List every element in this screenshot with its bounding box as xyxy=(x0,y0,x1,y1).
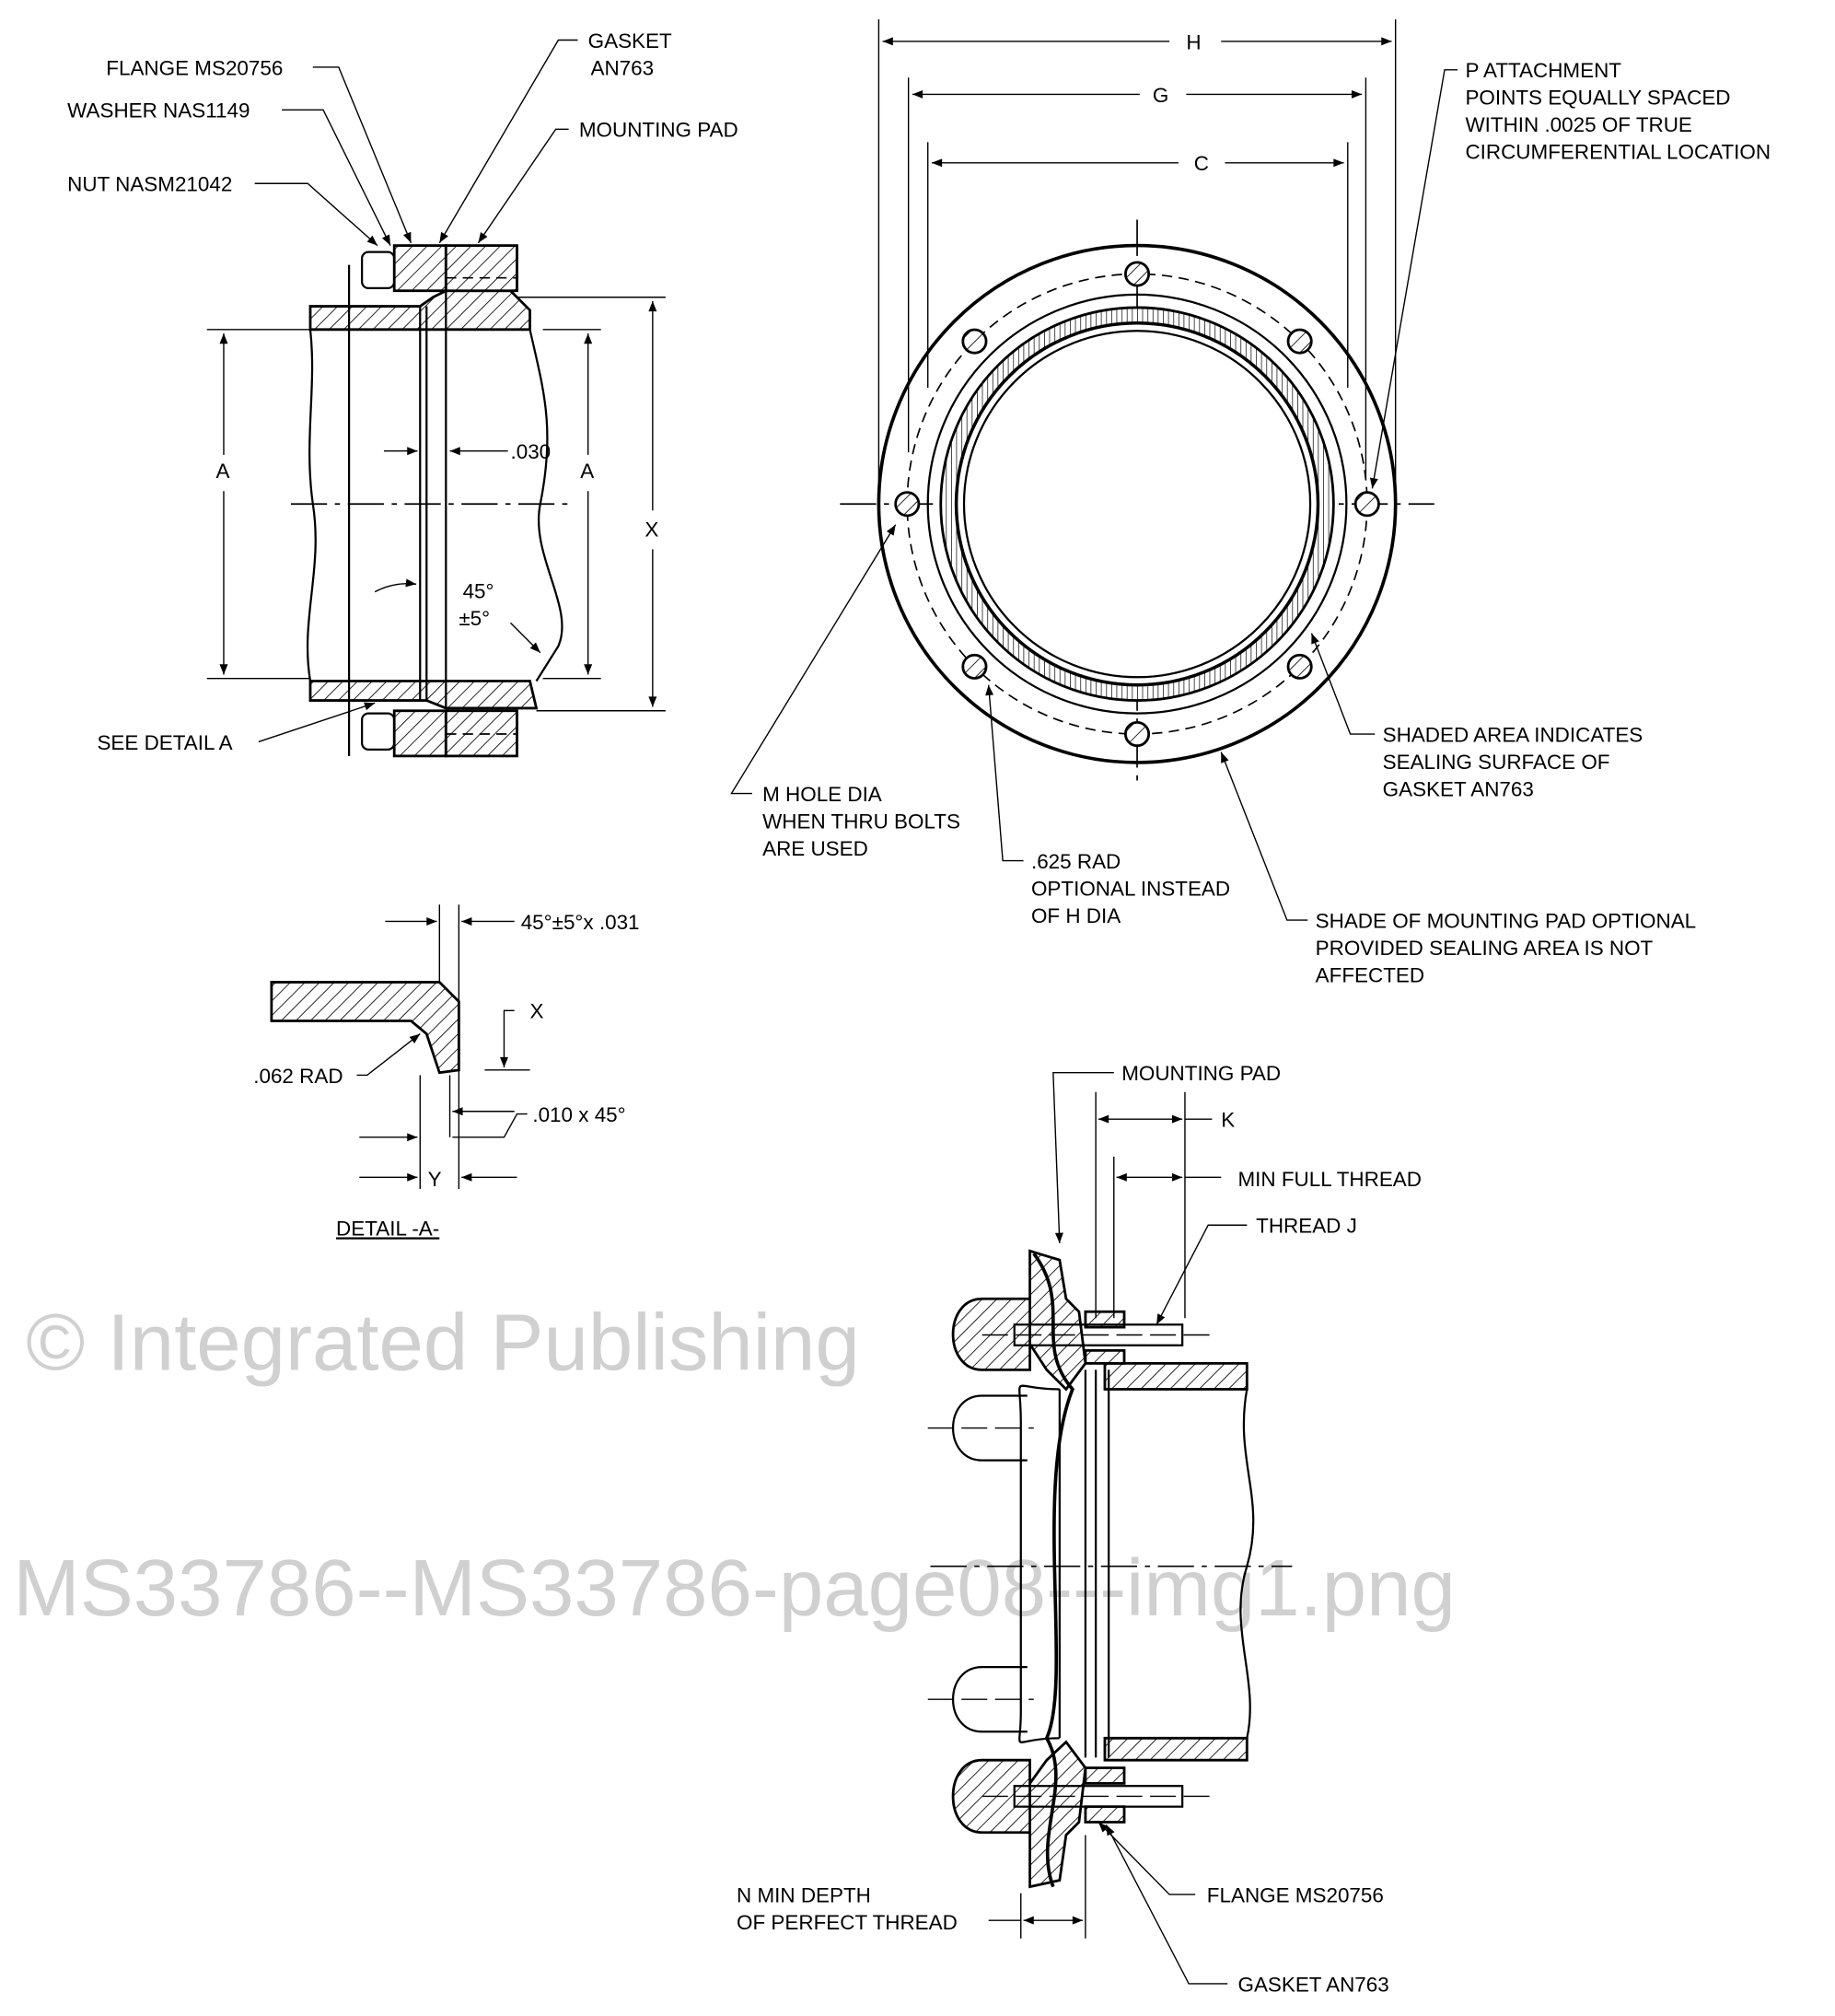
label-nut: NUT NASM21042 xyxy=(67,173,232,196)
bolt-hole xyxy=(961,653,988,680)
detail-dim-y: Y xyxy=(428,1168,442,1191)
dim-c: C xyxy=(1194,152,1209,175)
bolt-hole xyxy=(894,491,921,518)
note-n-min-depth: N MIN DEPTH OF PERFECT THREAD xyxy=(737,1884,958,1934)
detail-dim-x: X xyxy=(530,1000,544,1023)
dim-g: G xyxy=(1153,84,1168,107)
end-view: H G C P ATTACHMENT POINTS EQUALLY SPACED… xyxy=(730,19,1771,987)
label-bottom-mounting-pad: MOUNTING PAD xyxy=(1121,1062,1281,1085)
label-gasket-part: AN763 xyxy=(590,56,654,79)
bottom-section-view: K MIN FULL THREAD MOUNTING PAD THREAD J … xyxy=(737,1062,1422,1996)
note-m-hole: M HOLE DIA WHEN THRU BOLTS ARE USED xyxy=(762,783,966,860)
dim-x: X xyxy=(645,518,658,541)
detail-chamfer-010: .010 x 45° xyxy=(532,1103,625,1126)
angle-tol: ±5° xyxy=(459,607,490,630)
bolt-hole xyxy=(961,328,988,355)
bolt-hole xyxy=(1124,261,1151,287)
label-flange: FLANGE MS20756 xyxy=(106,56,283,79)
watermark-filename: MS33786--MS33786-page08---img1.png xyxy=(13,1544,1456,1633)
note-shaded-area: SHADED AREA INDICATES SEALING SURFACE OF… xyxy=(1383,723,1649,800)
note-p-attachment: P ATTACHMENT POINTS EQUALLY SPACED WITHI… xyxy=(1465,59,1771,163)
angle-45: 45° xyxy=(463,580,494,603)
label-bottom-flange: FLANGE MS20756 xyxy=(1207,1884,1384,1907)
label-min-full-thread: MIN FULL THREAD xyxy=(1237,1168,1421,1191)
dim-a-right: A xyxy=(580,460,594,483)
side-section-view: A A X .030 45° ±5° FLANGE MS20756 WASHER… xyxy=(67,29,738,758)
dim-k: K xyxy=(1221,1109,1235,1132)
label-mounting-pad: MOUNTING PAD xyxy=(579,119,738,142)
detail-title: DETAIL -A- xyxy=(336,1217,439,1240)
label-thread-j: THREAD J xyxy=(1256,1215,1357,1238)
detail-a: 45°±5°x .031 X .062 RAD .010 x 45° Y DET… xyxy=(253,904,640,1240)
bolt-hole xyxy=(1353,491,1380,518)
bolt-hole xyxy=(1286,328,1313,355)
dim-h: H xyxy=(1186,30,1201,53)
dim-a-left: A xyxy=(216,460,230,483)
bolt-hole xyxy=(1124,720,1151,748)
label-see-detail-a: SEE DETAIL A xyxy=(97,731,232,754)
label-bottom-gasket: GASKET AN763 xyxy=(1237,1973,1388,1996)
dim-030: .030 xyxy=(510,440,551,463)
detail-chamfer: 45°±5°x .031 xyxy=(521,911,640,934)
bolt-hole xyxy=(1286,653,1313,680)
detail-rad: .062 RAD xyxy=(253,1065,343,1088)
label-washer: WASHER NAS1149 xyxy=(67,99,250,122)
watermark-copyright: © Integrated Publishing xyxy=(26,1298,860,1387)
note-shade-pad: SHADE OF MOUNTING PAD OPTIONAL PROVIDED … xyxy=(1316,910,1702,987)
label-gasket: GASKET xyxy=(588,29,672,52)
note-625-rad: .625 RAD OPTIONAL INSTEAD OF H DIA xyxy=(1031,850,1236,927)
